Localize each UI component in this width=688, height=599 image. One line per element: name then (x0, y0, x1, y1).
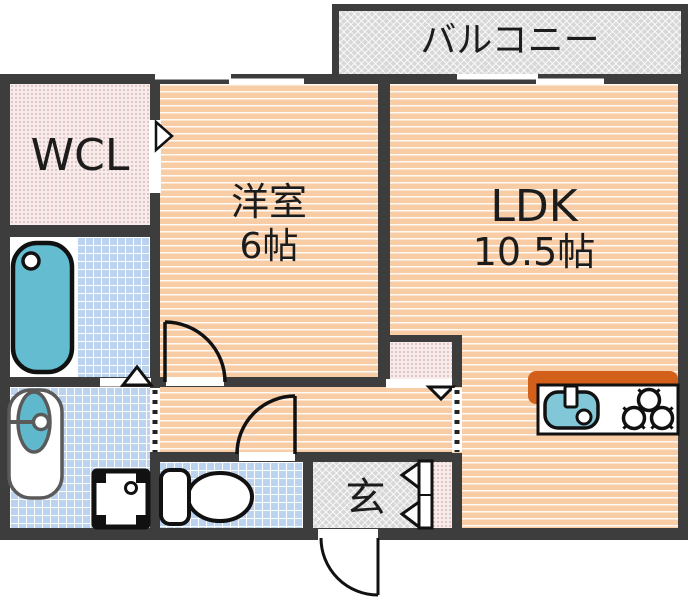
wall-westroom-bottom (150, 377, 390, 387)
washing-machine-pan-icon (91, 468, 151, 530)
wall-closet-right (452, 335, 462, 387)
washroom-sliding-door (150, 388, 160, 452)
wall-outer-left (0, 74, 10, 540)
balcony (332, 4, 688, 84)
shoe-cabinet-icon (399, 459, 434, 531)
entrance-shoe-shelf (432, 460, 452, 528)
bathtub-icon (10, 240, 75, 375)
westroom-door (163, 320, 227, 386)
wall-entrance-right (452, 453, 462, 528)
bathroom-door (100, 364, 155, 387)
closet (386, 342, 452, 379)
bathtub-drain (21, 251, 41, 271)
window-ldk-balcony (457, 74, 604, 84)
entrance-door (318, 529, 380, 597)
wall-bath-bottom (0, 377, 160, 387)
wall-wcl-bottom (0, 225, 160, 237)
window-westroom (155, 74, 304, 84)
wcl-door-opening (149, 119, 174, 193)
washbasin-icon (7, 388, 64, 500)
hall-ldk-opening (452, 388, 462, 452)
room-wcl (10, 84, 150, 225)
faucet-icon (31, 412, 51, 432)
kitchen-counter (528, 371, 680, 436)
wall-westroom-ldk (378, 84, 390, 380)
room-bath-tile (77, 237, 150, 377)
wall-hall-bottom (150, 452, 452, 462)
wall-left-column (150, 84, 160, 528)
wall-outer-right (678, 74, 688, 540)
closet-opening (386, 379, 457, 402)
stove-burners-icon (621, 387, 675, 431)
toilet-door (235, 394, 297, 461)
wall-outer-top (0, 74, 688, 84)
toilet-icon (159, 468, 254, 526)
wall-toilet-entrance (303, 452, 313, 528)
kitchen-sink-icon (543, 384, 600, 430)
wall-closet-top (378, 335, 462, 342)
